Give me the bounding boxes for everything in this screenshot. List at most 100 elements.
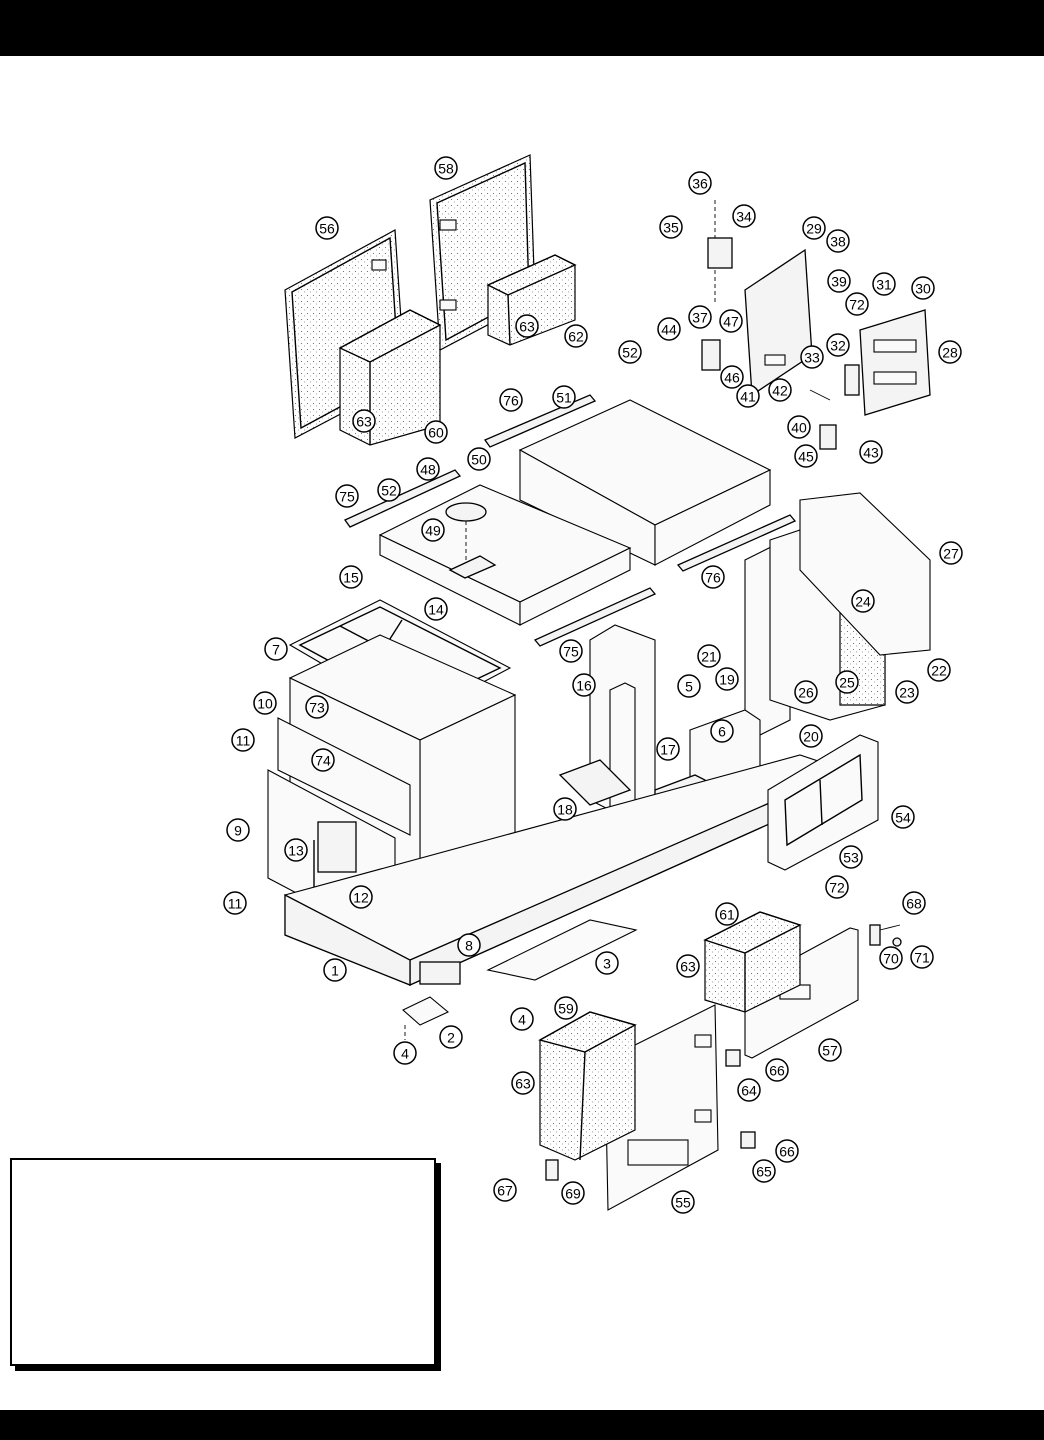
callout-circle [688,305,712,329]
callout-circle [697,644,721,668]
callout-circle [872,272,896,296]
callout-circle [510,1007,534,1031]
hardware-assembly-top-right [701,200,931,450]
callout-47: 47 [719,309,743,333]
callout-circle [311,748,335,772]
callout-number: 39 [831,274,847,290]
callout-number: 64 [741,1083,757,1099]
callout-number: 60 [428,425,444,441]
callout-66: 66 [775,1139,799,1163]
callout-23: 23 [895,680,919,704]
callout-circle [825,875,849,899]
callout-number: 16 [576,678,592,694]
callout-10: 10 [253,691,277,715]
callout-number: 76 [503,393,519,409]
callout-4: 4 [510,1007,534,1031]
callout-27: 27 [939,541,963,565]
callout-number: 30 [915,281,931,297]
callout-19: 19 [715,667,739,691]
callout-circle [572,673,596,697]
callout-circle [775,1139,799,1163]
rails-75-76 [344,394,797,647]
callout-number: 55 [675,1195,691,1211]
callout-circle [671,1190,695,1214]
callout-circle [377,478,401,502]
callout-68: 68 [902,891,926,915]
callout-circle [902,891,926,915]
callout-number: 6 [718,724,726,740]
callout-33: 33 [800,345,824,369]
callout-circle [657,317,681,341]
callout-circle [457,933,481,957]
callout-circle [553,797,577,821]
callout-2: 2 [439,1025,463,1049]
callout-circle [910,945,934,969]
callout-circle [802,216,826,240]
callout-18: 18 [553,797,577,821]
callout-circle [315,216,339,240]
callout-number: 22 [931,663,947,679]
callout-37: 37 [688,305,712,329]
callout-31: 31 [872,272,896,296]
callout-circle [618,340,642,364]
callout-42: 42 [768,378,792,402]
callout-45: 45 [794,444,818,468]
callout-59: 59 [554,996,578,1020]
callout-circle [736,384,760,408]
callout-circle [416,457,440,481]
callout-circle [349,885,373,909]
callout-number: 56 [319,221,335,237]
callout-number: 5 [685,679,693,695]
exploded-parts-diagram: 1234456789101111121314151617181920212223… [223,154,963,1214]
callout-circle [710,719,734,743]
rear-frame-53-54 [767,734,879,871]
callout-49: 49 [421,518,445,542]
callout-number: 52 [622,345,638,361]
callout-number: 24 [855,594,871,610]
callout-17: 17 [656,737,680,761]
callout-43: 43 [859,440,883,464]
callout-35: 35 [659,215,683,239]
callout-circle [845,292,869,316]
callout-52: 52 [618,340,642,364]
callout-circle [421,518,445,542]
callout-25: 25 [835,670,859,694]
callout-54: 54 [891,805,915,829]
callout-number: 41 [740,389,756,405]
callout-circle [939,541,963,565]
callout-number: 7 [272,642,280,658]
callout-number: 32 [830,338,846,354]
callout-circle [676,954,700,978]
callout-71: 71 [910,945,934,969]
callout-circle [339,565,363,589]
callout-30: 30 [911,276,935,300]
callout-number: 50 [471,452,487,468]
callout-76: 76 [499,388,523,412]
callout-circle [424,597,448,621]
callout-number: 14 [428,602,444,618]
callout-circle [794,680,818,704]
roof-section-52-rear [518,399,772,566]
callout-72: 72 [825,875,849,899]
callout-number: 40 [791,420,807,436]
callout-number: 18 [557,802,573,818]
callout-13: 13 [284,838,308,862]
callout-number: 61 [719,907,735,923]
callout-number: 45 [798,449,814,465]
callout-number: 31 [876,277,892,293]
callout-4: 4 [393,1041,417,1065]
callout-15: 15 [339,565,363,589]
callout-75: 75 [559,639,583,663]
callout-circle [595,951,619,975]
callout-circle [393,1041,417,1065]
callout-circle [253,691,277,715]
callout-circle [559,639,583,663]
callout-circle [335,484,359,508]
callout-39: 39 [827,269,851,293]
callout-circle [554,996,578,1020]
callout-number: 63 [680,959,696,975]
callout-62: 62 [564,324,588,348]
callout-74: 74 [311,748,335,772]
callout-number: 1 [331,963,339,979]
callout-circle [827,269,851,293]
